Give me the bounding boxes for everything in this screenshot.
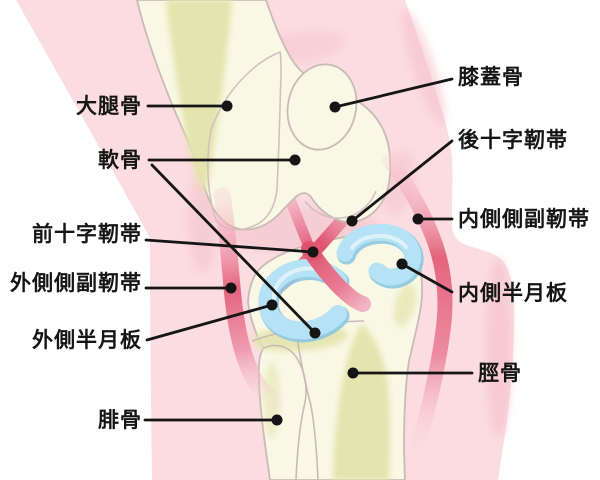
acl-shape: [285, 196, 371, 312]
femur-group: [136, 0, 392, 231]
label-mcl: 内側側副靭帯: [458, 207, 590, 231]
leader-cartilage-femur: [147, 154, 301, 166]
medial-meniscus-shape: [336, 223, 424, 289]
label-tibia: 脛骨: [478, 361, 522, 385]
label-patella: 膝蓋骨: [458, 65, 524, 89]
label-fibula: 腓骨: [98, 408, 142, 432]
leader-lines: [143, 77, 474, 426]
label-cartilage: 軟骨: [98, 148, 142, 172]
label-pcl: 後十字靭帯: [458, 128, 568, 152]
label-lcl: 外側側副靭帯: [10, 271, 142, 295]
label-acl: 前十字靭帯: [32, 222, 142, 246]
leader-mcl: [412, 213, 454, 225]
leader-tibia: [347, 367, 474, 379]
leader-fibula: [143, 414, 283, 426]
femur-condyle-contours: [207, 50, 377, 231]
label-lateral-meniscus: 外側半月板: [32, 328, 142, 352]
patella-shape: [286, 63, 358, 151]
leader-patella: [329, 77, 454, 113]
leader-lcl: [144, 282, 237, 294]
leader-pcl: [346, 139, 454, 227]
lcl-shape: [213, 187, 285, 410]
leader-lateral-meniscus: [145, 299, 278, 342]
leader-medial-meniscus: [396, 258, 454, 294]
mcl-shape: [382, 153, 453, 448]
femur-shading: [166, 0, 232, 193]
leader-cartilage-tibia: [150, 163, 321, 339]
leader-acl: [144, 238, 319, 258]
leader-femur: [146, 100, 233, 112]
label-femur: 大腿骨: [76, 94, 142, 118]
label-medial-meniscus: 内側半月板: [458, 281, 568, 305]
